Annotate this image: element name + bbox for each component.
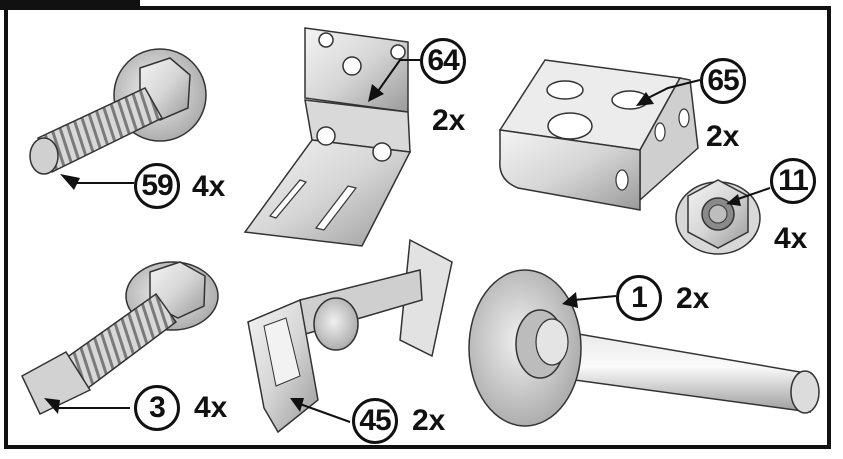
part-number-1: 1 bbox=[616, 275, 662, 321]
parts-frame bbox=[4, 6, 831, 449]
part-number-45: 45 bbox=[352, 398, 398, 444]
bracket-65-drawing bbox=[498, 59, 701, 211]
clip-45-drawing bbox=[247, 238, 453, 434]
part-number-65: 65 bbox=[700, 58, 746, 104]
screw-59-drawing bbox=[29, 48, 207, 190]
hinge-64-drawing bbox=[243, 27, 420, 247]
part-number-3: 3 bbox=[134, 385, 180, 431]
quantity-65: 2x bbox=[706, 120, 740, 153]
part-number-64: 64 bbox=[420, 38, 466, 84]
nut-11-drawing bbox=[675, 179, 771, 255]
roller-1-drawing bbox=[468, 269, 820, 427]
quantity-1: 2x bbox=[676, 282, 710, 315]
quantity-45: 2x bbox=[412, 404, 446, 437]
quantity-59: 4x bbox=[192, 170, 226, 203]
part-number-11: 11 bbox=[770, 158, 816, 204]
quantity-64: 2x bbox=[432, 104, 466, 137]
quantity-3: 4x bbox=[194, 391, 228, 424]
part-number-59: 59 bbox=[134, 163, 180, 209]
screw-3-drawing bbox=[21, 261, 219, 416]
corner-tab bbox=[0, 0, 140, 10]
quantity-11: 4x bbox=[774, 222, 808, 255]
